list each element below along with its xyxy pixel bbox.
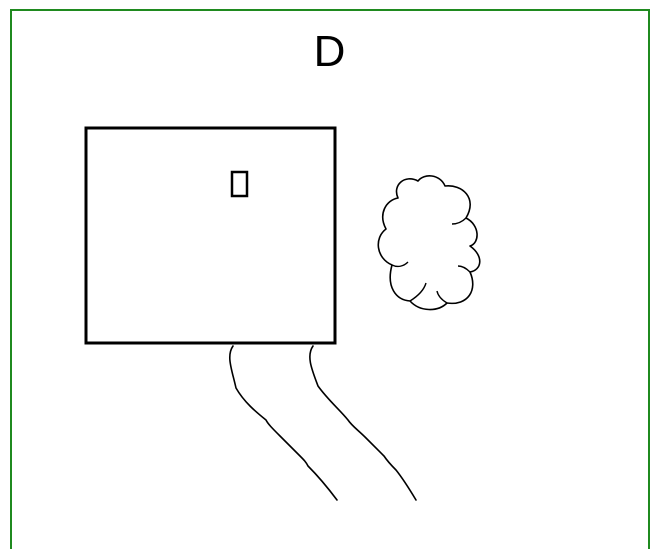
tree-detail-1 — [391, 261, 409, 268]
tree-outline — [377, 175, 481, 311]
tree-detail-5 — [451, 217, 467, 225]
path-left-edge — [229, 345, 338, 501]
path-right-edge — [309, 345, 417, 501]
tree-detail-3 — [436, 290, 448, 304]
diagram-frame — [10, 9, 650, 549]
sketch-canvas — [84, 126, 481, 501]
diagram-title: D — [313, 27, 346, 76]
tree-detail-4 — [457, 265, 471, 273]
tree-detail-2 — [409, 282, 427, 302]
window-rectangle — [230, 170, 249, 198]
house-rectangle — [84, 126, 337, 345]
